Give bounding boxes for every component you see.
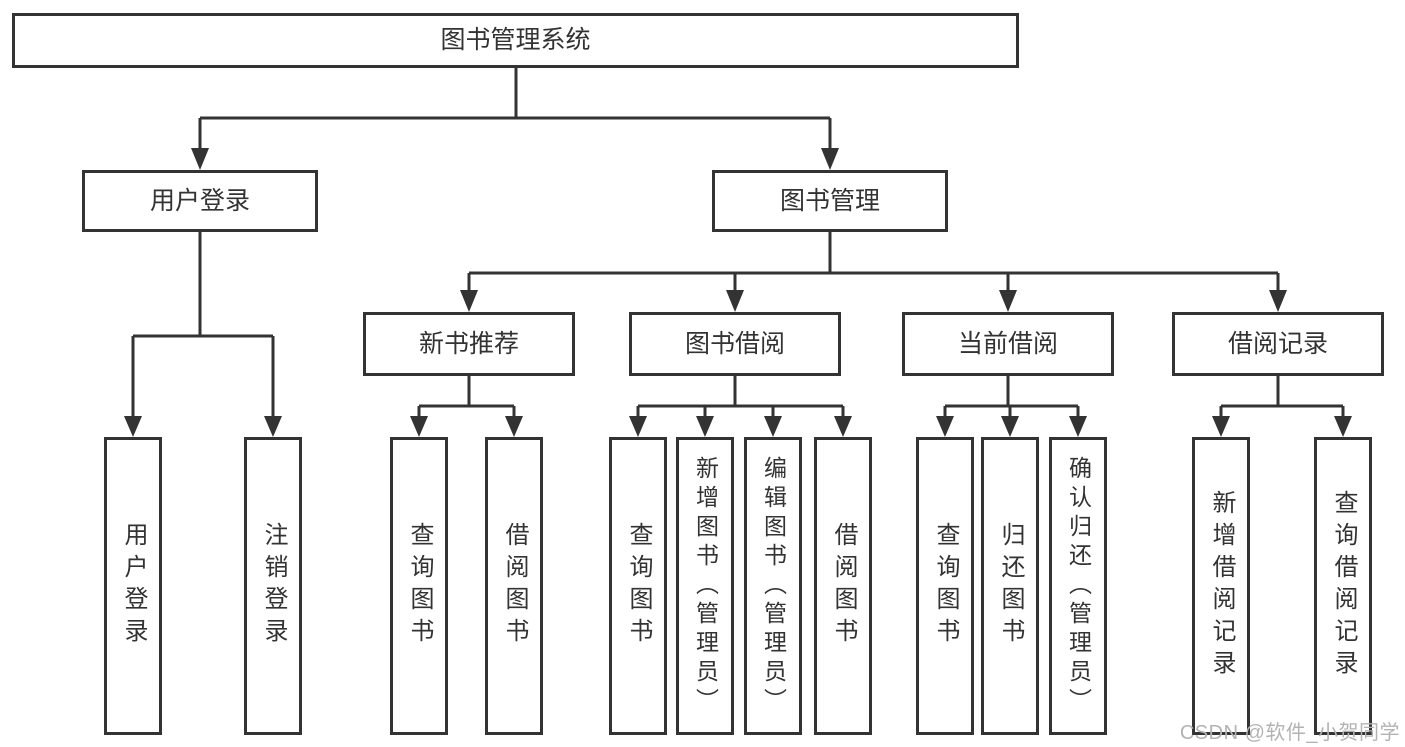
leaf-logout: 注销登录 — [244, 437, 302, 735]
node-book-management: 图书管理 — [712, 170, 948, 232]
node-borrow-records: 借阅记录 — [1172, 312, 1384, 376]
leaf-borrow-borrow-books: 借阅图书 — [814, 437, 872, 735]
leaf-borrow-query-books: 查询图书 — [609, 437, 667, 735]
edge-borrow-records-children — [1219, 376, 1345, 419]
node-new-book-recommend: 新书推荐 — [363, 312, 575, 376]
leaf-newbook-borrow-books: 借阅图书 — [485, 437, 543, 735]
leaf-newbook-query-books: 查询图书 — [390, 437, 448, 735]
leaf-current-query-books: 查询图书 — [916, 437, 974, 735]
csdn-watermark: CSDN @软件_小贺同学 — [1179, 722, 1400, 744]
edge-root-to-level2 — [198, 68, 832, 150]
leaf-records-add-record: 新增借阅记录 — [1192, 437, 1250, 735]
leaf-current-return-books: 归还图书 — [981, 437, 1039, 735]
edge-new-book-children — [417, 376, 516, 419]
node-current-borrow: 当前借阅 — [902, 312, 1114, 376]
edge-book-mgmt-children — [467, 232, 1280, 292]
node-root-system: 图书管理系统 — [12, 13, 1019, 68]
leaf-records-query-record: 查询借阅记录 — [1314, 437, 1372, 735]
edge-user-login-children — [131, 232, 275, 418]
leaf-user-login: 用户登录 — [104, 437, 162, 735]
leaf-current-confirm-return-admin: 确认归还（管理员） — [1049, 437, 1107, 735]
edge-current-borrow-children — [943, 376, 1080, 419]
edge-book-borrow-children — [636, 376, 845, 419]
node-book-borrow: 图书借阅 — [629, 312, 841, 376]
arrowheads — [124, 148, 1352, 437]
leaf-borrow-add-books-admin: 新增图书（管理员） — [676, 437, 734, 735]
leaf-borrow-edit-books-admin: 编辑图书（管理员） — [744, 437, 802, 735]
node-user-login: 用户登录 — [82, 170, 318, 232]
